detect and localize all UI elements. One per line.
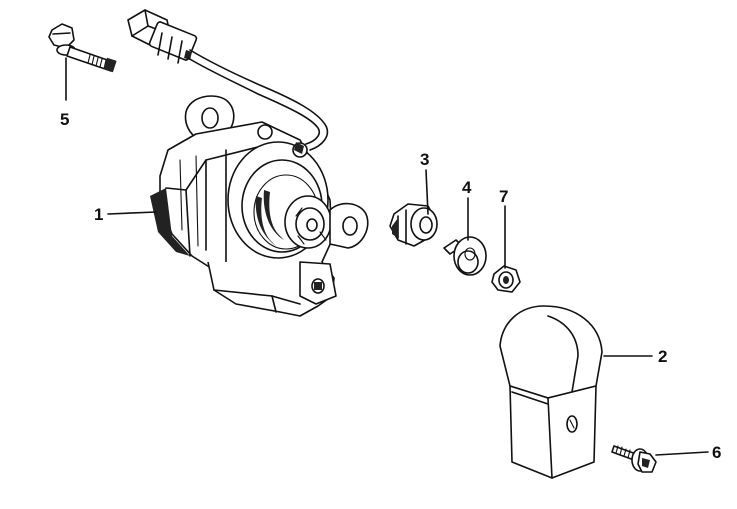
callout-6: 6: [712, 443, 721, 462]
part-4-collar: [443, 236, 487, 276]
part-7-nut: [491, 265, 521, 293]
leader-line-3: [425, 169, 429, 215]
leader-lines: [65, 57, 709, 456]
leader-line-1: [107, 211, 157, 215]
part-2-cover: [499, 305, 603, 479]
part-6-bolt: [611, 445, 657, 473]
part-1-actuator: [127, 9, 369, 317]
callout-7: 7: [499, 187, 508, 206]
callout-3: 3: [420, 150, 429, 169]
callout-2: 2: [658, 347, 667, 366]
part-3-bushing: [389, 203, 438, 247]
callout-5: 5: [60, 110, 69, 129]
part-5-bolt: [48, 23, 117, 73]
callout-1: 1: [94, 205, 103, 224]
callout-4: 4: [462, 178, 472, 197]
callout-labels: 1 2 3 4 5 6 7: [60, 110, 721, 462]
leader-line-6: [655, 451, 709, 456]
